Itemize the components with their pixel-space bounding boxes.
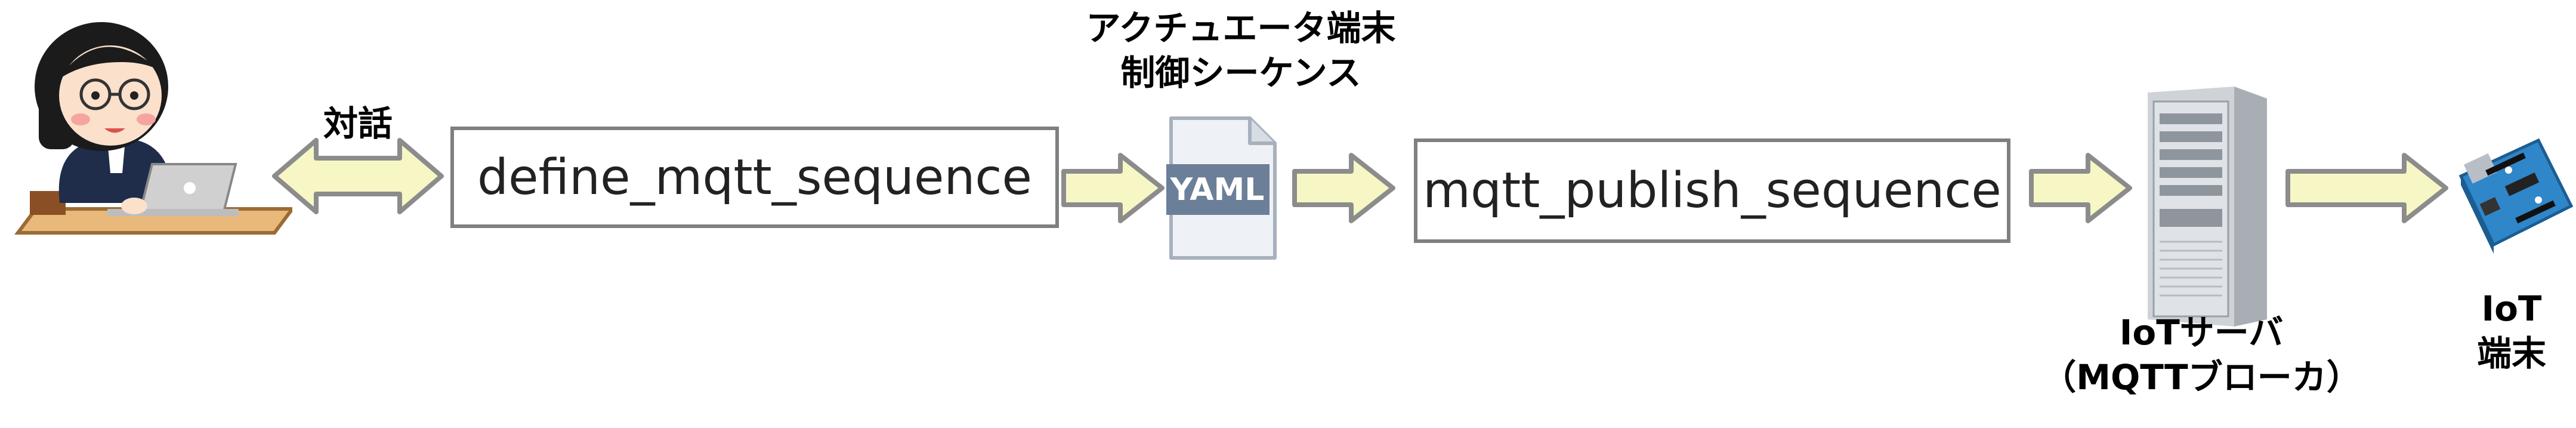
yaml-badge: YAML [1170,171,1265,208]
arrow-to-server [2029,153,2132,223]
define-mqtt-sequence-label: define_mqtt_sequence [477,149,1032,206]
arrow-to-device [2285,153,2448,223]
server-icon [2148,87,2267,327]
mqtt-publish-sequence-label: mqtt_publish_sequence [1423,162,2002,219]
arrow-to-publish [1292,153,1395,223]
server-caption-line2: （MQTTブローカ） [2041,357,2361,398]
mqtt-publish-sequence-box: mqtt_publish_sequence [1414,138,2010,243]
yaml-file-icon [1166,116,1277,260]
arrow-to-yaml [1061,153,1165,223]
server-caption-line1: IoTサーバ [2119,312,2284,353]
server-caption: IoTサーバ （MQTTブローカ） [2040,310,2362,401]
device-caption: IoT 端末 [2458,287,2565,377]
yaml-caption-line2: 制御シーケンス [1120,53,1361,94]
define-mqtt-sequence-box: define_mqtt_sequence [450,127,1059,228]
device-caption-line2: 端末 [2476,333,2546,374]
dialogue-label: 対話 [323,103,393,144]
yaml-caption: アクチュエータ端末 制御シーケンス [1038,6,1444,96]
iot-board-icon [2458,138,2574,254]
yaml-caption-line1: アクチュエータ端末 [1086,8,1396,48]
device-caption-line1: IoT [2481,288,2542,329]
user-illustration [14,22,292,235]
bidirectional-arrow [272,138,444,214]
